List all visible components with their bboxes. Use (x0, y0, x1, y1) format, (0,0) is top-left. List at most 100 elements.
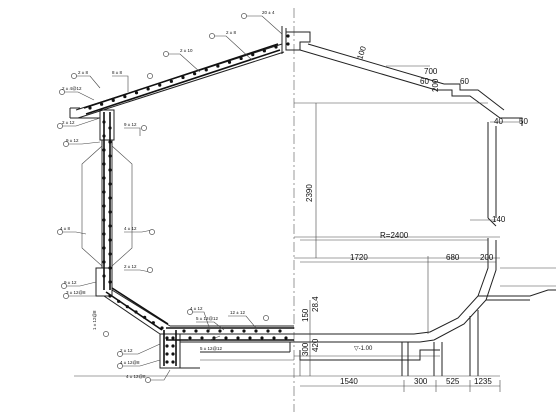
rebar-tag: 1 ± 12@8 (92, 310, 97, 330)
rebar-dot (171, 360, 175, 364)
rebar-tag: 2 ± 12 (120, 348, 133, 353)
rebar-dot (248, 336, 252, 340)
rebar-dot (102, 190, 106, 194)
rebar-dot (108, 266, 112, 270)
dim-150: 150 (301, 308, 310, 322)
dim-60-a: 60 (420, 77, 429, 86)
rebar-tag: 3 ± 12@8 (66, 290, 86, 295)
rebar-dot (125, 305, 129, 309)
leader-lines (60, 15, 283, 381)
rebar-dot (117, 299, 121, 303)
dim-300-left: 300 (301, 342, 310, 356)
rebar-tag: 2 ± 8 (78, 70, 88, 75)
rebar-tag: 4 ± 12 (124, 226, 137, 231)
rebar-dot (254, 329, 258, 333)
rebar-dot (108, 196, 112, 200)
dim-60-b: 60 (460, 77, 469, 86)
rebar-dot (108, 154, 112, 158)
rebar-dot (216, 64, 220, 68)
rebar-dot (230, 329, 234, 333)
rebar-dot (108, 126, 112, 130)
rebar-tag: 2 ± 4@12 (62, 86, 82, 91)
dim-300-bottom: 300 (414, 377, 428, 386)
rebar-dot (108, 252, 112, 256)
rebar-dot (165, 360, 169, 364)
rebar-tag: 2 ± 8 (226, 30, 236, 35)
rebar-dot (169, 79, 173, 83)
rebar-dot (102, 260, 106, 264)
rebar-dot (260, 336, 264, 340)
rebar-dot (206, 329, 210, 333)
rebar-dot (224, 336, 228, 340)
rebar-dot (123, 94, 127, 99)
rebar-tag: 9 ± 12 (66, 138, 79, 143)
dim-2390: 2390 (305, 184, 314, 202)
rebar-dot (158, 83, 162, 87)
rebar-dot (284, 336, 288, 340)
rebar-dot (100, 102, 104, 106)
rebar-dot (108, 140, 112, 144)
rebar-dot (108, 224, 112, 228)
rebar-tag: 2 ± 12 (62, 120, 75, 125)
rebar-dots (88, 34, 290, 364)
rebar-dot (143, 315, 147, 319)
rebar-dot (218, 329, 222, 333)
rebar-dot (108, 168, 112, 172)
rebar-tag-labels: 20 ± 4 2 ± 8 2 ± 10 2 ± 8 8 ± 8 2 ± 4@12… (60, 10, 275, 379)
rebar-dot (181, 75, 185, 80)
rebar-tag: 8 ± 8 (112, 70, 122, 75)
rebar-dot (193, 72, 197, 76)
rebar-tag: 4 ± 8 (60, 226, 70, 231)
rebar-dot (242, 329, 246, 333)
rebar-dot (171, 344, 175, 348)
rebar-dot (102, 274, 106, 278)
right-dimension-labels: 100 700 60 60 200 40 50 2390 140 R=2400 … (301, 45, 528, 386)
dim-1235: 1235 (474, 377, 492, 386)
dim-radius: R=2400 (380, 231, 409, 240)
rebar-dot (188, 336, 192, 340)
rebar-tag: 5 ± 12@12 (196, 316, 219, 321)
rebar-tag: 5 ± 12@12 (200, 346, 223, 351)
rebar-tag: 9 ± 12 (124, 122, 137, 127)
dim-200-mid: 200 (480, 253, 494, 262)
rebar-tag: 4 ± 12 (190, 306, 203, 311)
rebar-dot (165, 336, 169, 340)
rebar-dot (102, 176, 106, 180)
rebar-dot (194, 329, 198, 333)
rebar-dot (200, 336, 204, 340)
rebar-dot (108, 182, 112, 186)
dim-1540: 1540 (340, 377, 358, 386)
rebar-dot (108, 280, 112, 284)
rebar-dot (171, 336, 175, 340)
rebar-dot (182, 329, 186, 333)
rebar-dot (274, 45, 278, 49)
rebar-dot (251, 53, 255, 57)
rebar-tag: 2 ± 10 (180, 48, 193, 53)
rebar-lines (83, 43, 294, 366)
rebar-dot (151, 321, 155, 325)
right-half-outline (285, 31, 556, 392)
leader-circles (57, 13, 269, 383)
rebar-tag: 4 ± 12@8 (120, 360, 140, 365)
rebar-dot (102, 134, 106, 138)
rebar-dot (102, 204, 106, 208)
dim-40: 40 (494, 117, 503, 126)
dim-1720: 1720 (350, 253, 368, 262)
rebar-dot (111, 98, 115, 102)
rebar-dot (286, 42, 290, 46)
rebar-dot (165, 352, 169, 356)
dim-680: 680 (446, 253, 460, 262)
rebar-tag: 9 ± 12 (64, 280, 77, 285)
rebar-dot (239, 56, 243, 61)
rebar-dot (236, 336, 240, 340)
rebar-tag: 12 ± 12 (230, 310, 245, 315)
rebar-dot (266, 329, 270, 333)
rebar-dot (102, 148, 106, 152)
rebar-dot (102, 218, 106, 222)
rebar-tag: 4 ± 12@8 (126, 374, 146, 379)
level-mark: ▽-1.00 (354, 346, 373, 352)
rebar-dot (262, 49, 266, 53)
dim-420: 420 (311, 338, 320, 352)
rebar-dot (160, 326, 164, 330)
